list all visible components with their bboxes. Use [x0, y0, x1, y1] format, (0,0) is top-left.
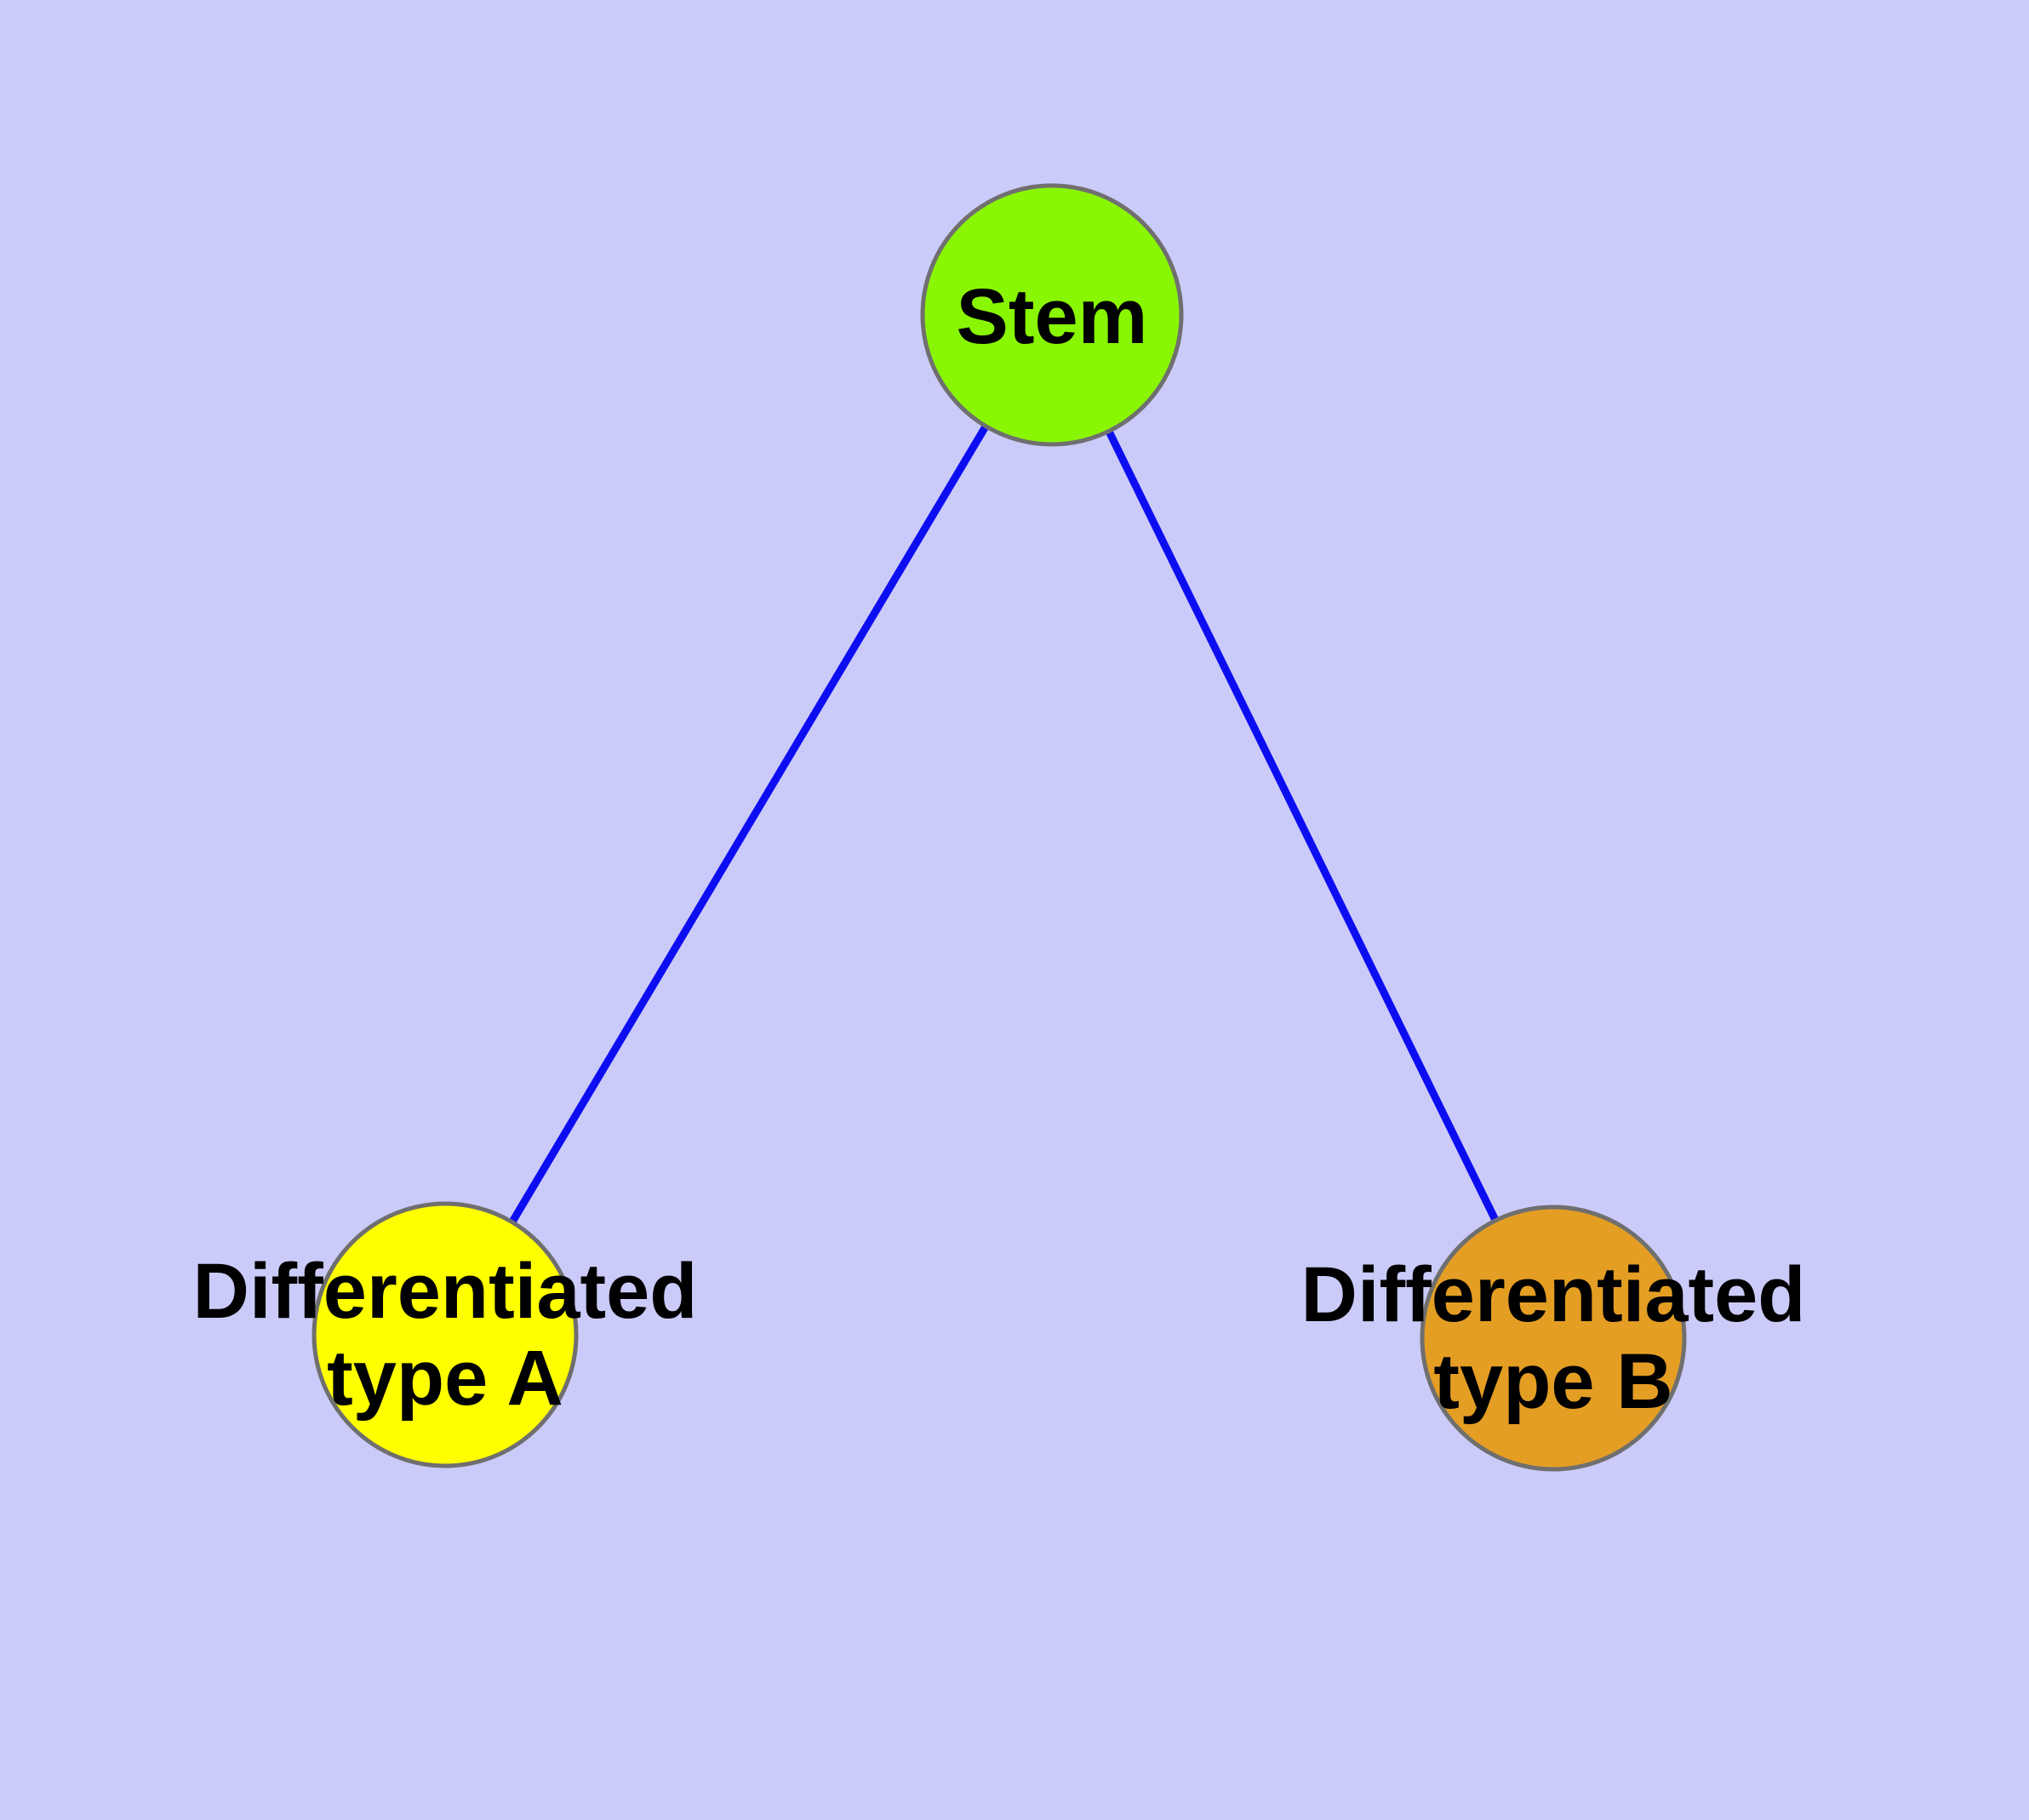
- node-stem-label: Stem: [957, 273, 1148, 360]
- node-differentiated-type-b: Differentiated type B: [1301, 1205, 1806, 1472]
- node-differentiated-type-a-label-line-2: type A: [327, 1335, 563, 1422]
- node-stem: Stem: [920, 183, 1184, 447]
- node-differentiated-type-a-circle: [311, 1201, 579, 1468]
- node-differentiated-type-b-label-line-1: Differentiated: [1301, 1251, 1806, 1338]
- node-differentiated-type-b-circle: [1420, 1205, 1687, 1472]
- node-differentiated-type-a-label-line-1: Differentiated: [193, 1248, 698, 1335]
- node-differentiated-type-b-label-line-2: type B: [1433, 1338, 1672, 1425]
- edge-stem-to-type-a: [442, 312, 1055, 1337]
- node-stem-circle: [920, 183, 1184, 447]
- node-differentiated-type-a: Differentiated type A: [193, 1201, 698, 1468]
- edge-stem-to-type-b: [1048, 313, 1557, 1340]
